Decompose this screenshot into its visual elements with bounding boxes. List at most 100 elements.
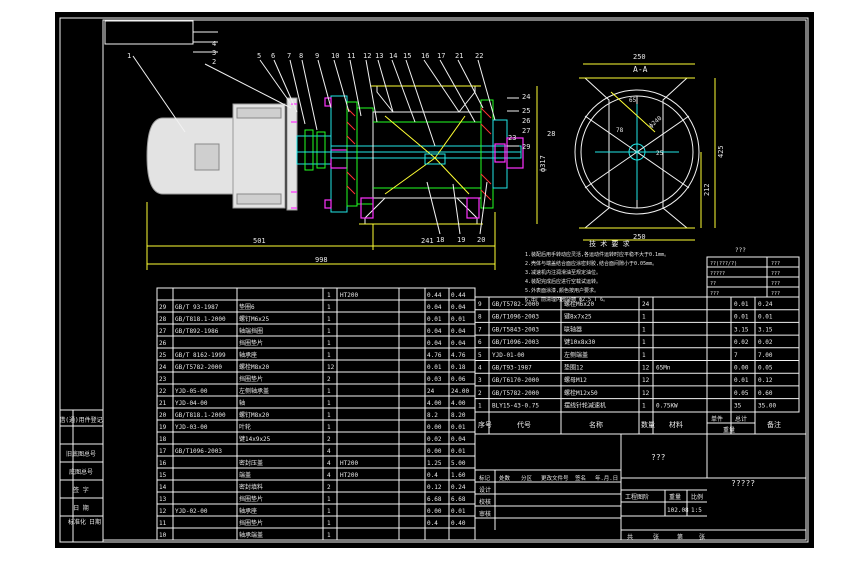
- left-row-12-col-1: YJD-02-00: [175, 508, 208, 515]
- spec-r2-c1: ???: [771, 281, 780, 287]
- coupling-housing: [296, 135, 332, 165]
- hdr-qty: 数量: [641, 420, 655, 429]
- left-row-17-col-6: 0.01: [451, 448, 466, 455]
- top-balloon-16: 16: [421, 52, 429, 60]
- left-row-14-col-2: 密封填料: [239, 483, 263, 491]
- left-row-15-col-0: 15: [159, 472, 167, 479]
- left-row-21-col-0: 21: [159, 400, 167, 407]
- spec-r1-c0: ?????: [710, 271, 725, 277]
- left-row-23-col-0: 23: [159, 376, 167, 383]
- dim-25: 25: [656, 150, 664, 157]
- left-row-28-col-5: 0.01: [427, 316, 442, 323]
- right-row-2-col-1: GB/T5782-2000: [492, 390, 539, 397]
- spec-r1-c1: ???: [771, 271, 780, 277]
- drawing-sheet: 借(通)用件登记 旧底图总号 底图总号 签 字 日 期 标准化 日期: [55, 12, 814, 548]
- stack-label-1: 3: [212, 49, 216, 57]
- tech-line-2: 3.减速机内注润滑油至规定油位。: [525, 269, 601, 276]
- left-row-17-col-3: 4: [327, 448, 331, 455]
- left-row-25-col-0: 25: [159, 352, 167, 359]
- right-row-7-col-6: 3.15: [758, 326, 773, 333]
- right-row-4-col-3: 12: [642, 365, 650, 372]
- right-row-1-col-6: 35.00: [758, 403, 776, 410]
- left-row-16-col-4: HT200: [340, 460, 358, 467]
- right-balloon-3: 27: [522, 127, 530, 135]
- left-row-16-col-5: 1.25: [427, 460, 442, 467]
- right-row-6-col-0: 6: [478, 339, 482, 346]
- left-row-18-col-2: 键14x9x25: [239, 435, 271, 443]
- side-bottom-1: 日期: [89, 518, 101, 526]
- tech-title: 技 术 要 求: [589, 239, 630, 248]
- left-row-21-col-3: 1: [327, 400, 331, 407]
- right-row-4-col-5: 0.00: [734, 365, 749, 372]
- side-label-8: 日 期: [73, 504, 89, 512]
- left-row-22-col-6: 24.00: [451, 388, 469, 395]
- left-row-15-col-4: HT200: [340, 472, 358, 479]
- left-row-12-col-6: 0.01: [451, 508, 466, 515]
- right-row-6-col-6: 0.02: [758, 339, 773, 346]
- spec-table: ??? ??(???/?) ??? ????? ??? ?? ??? ??? ?…: [706, 247, 800, 298]
- top-balloon-5: 5: [257, 52, 261, 60]
- spec-r2-c0: ??: [710, 281, 716, 287]
- left-row-17-col-0: 17: [159, 448, 167, 455]
- left-row-18-col-0: 18: [159, 436, 167, 443]
- bottom-balloon-1: 19: [457, 236, 465, 244]
- front-dimensions: 501 241 998 ф317 28: [146, 86, 555, 270]
- left-row-12-col-2: 轴承座: [239, 507, 257, 515]
- company-name: ?????: [731, 479, 755, 488]
- side-bottom-0: 标准化: [68, 518, 86, 526]
- left-row-11-col-0: 11: [159, 520, 167, 527]
- outlet-flange: [364, 197, 478, 225]
- right-row-1-col-2: 摆线针轮减速机: [564, 402, 606, 410]
- bottom-balloon-2: 20: [477, 236, 485, 244]
- part-number-left: 1: [127, 52, 131, 60]
- leader-line: [423, 59, 460, 113]
- left-row-19-col-3: 1: [327, 424, 331, 431]
- left-row-14-col-6: 0.24: [451, 484, 466, 491]
- leader-line: [377, 59, 394, 113]
- dim-317: ф317: [539, 155, 547, 172]
- right-row-3-col-1: GB/T6170-2000: [492, 377, 539, 384]
- dim-250-bottom: 250: [633, 233, 646, 241]
- dim-65: 65: [629, 97, 637, 104]
- right-row-9-col-3: 24: [642, 301, 650, 308]
- role-design: 设计: [479, 486, 491, 494]
- left-row-10-col-0: 10: [159, 532, 167, 539]
- left-row-21-col-5: 4.00: [427, 400, 442, 407]
- left-row-10-col-3: 1: [327, 532, 331, 539]
- left-row-15-col-2: 端盖: [239, 471, 251, 479]
- leader-line: [405, 59, 436, 147]
- left-row-25-col-2: 轴承座: [239, 351, 257, 359]
- left-row-28-col-6: 0.01: [451, 316, 466, 323]
- left-row-29-col-6: 0.04: [451, 304, 466, 311]
- right-balloon-4: 23: [508, 134, 516, 142]
- right-row-3-col-2: 螺母M12: [564, 376, 587, 384]
- right-row-8-col-0: 8: [478, 314, 482, 321]
- left-row-16-col-2: 密封压盖: [239, 459, 263, 467]
- left-row-24-col-5: 0.01: [427, 364, 442, 371]
- right-row-6-col-5: 0.02: [734, 339, 749, 346]
- left-row-17-col-5: 0.00: [427, 448, 442, 455]
- front-view: [146, 85, 524, 225]
- left-row-27-col-3: 1: [327, 328, 331, 335]
- left-row-10-col-2: 轴承端盖: [239, 531, 263, 539]
- top-balloon-6: 6: [271, 52, 275, 60]
- left-row-27-col-0: 27: [159, 328, 167, 335]
- right-row-8-col-3: 1: [642, 314, 646, 321]
- left-row-28-col-1: GB/T818.1-2000: [175, 316, 226, 323]
- left-row-20-col-5: 8.2: [427, 412, 438, 419]
- left-row-26-col-0: 26: [159, 340, 167, 347]
- dim-241: 241: [421, 237, 434, 245]
- title-block: ??? ????? 标记处数分区更改文件号签名年.月.日 设计 校核 审核 工程…: [474, 433, 807, 541]
- leader-line: [349, 59, 362, 117]
- right-row-1-col-0: 1: [478, 403, 482, 410]
- left-top-unit: 0.44: [427, 292, 442, 299]
- role-check: 校核: [479, 498, 491, 506]
- right-row-6-col-2: 键10x8x30: [564, 338, 596, 346]
- tech-line-0: 1.装配后用手转动应灵活,各运动件运转时应平稳不大于0.1mm。: [525, 251, 669, 258]
- left-row-22-col-1: YJD-05-00: [175, 388, 208, 395]
- left-row-25-col-5: 4.76: [427, 352, 442, 359]
- leader-line: [391, 59, 416, 123]
- right-row-9-col-1: GB/T5782-2000: [492, 301, 539, 308]
- leader-line: [457, 59, 484, 109]
